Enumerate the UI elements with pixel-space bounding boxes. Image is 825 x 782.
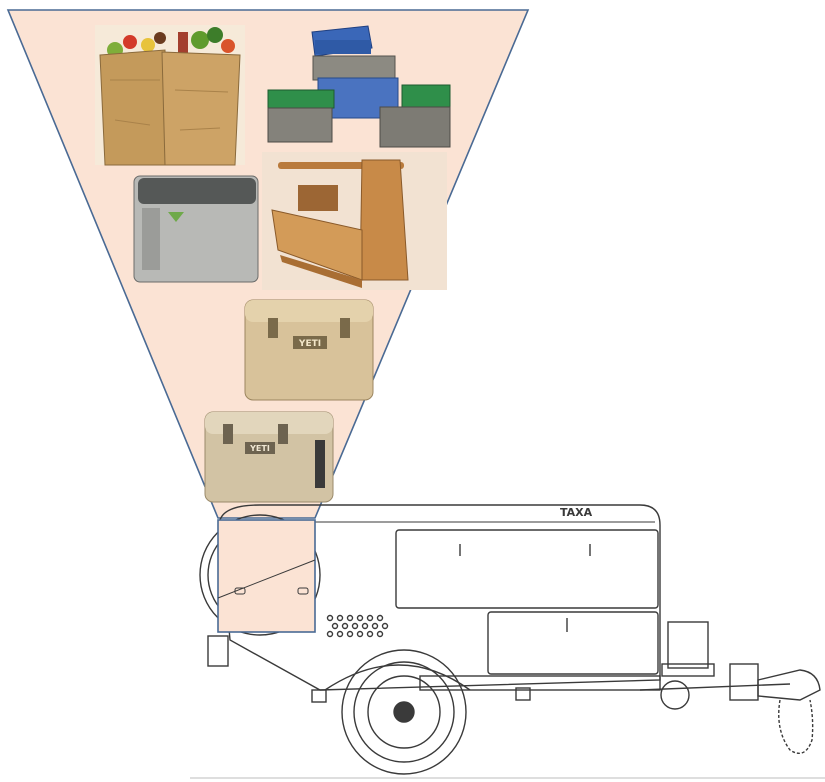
fridge-cooler-icon <box>133 175 259 283</box>
trailer-wheel-icon <box>341 649 467 775</box>
camper-trailer-drawing: TAXA <box>190 504 825 779</box>
storage-crates-icon <box>267 25 451 148</box>
storage-compartment <box>217 519 316 633</box>
wooden-toolbox-icon <box>262 152 447 290</box>
yeti-cooler-icon: YETI <box>244 299 374 401</box>
spare-tire-icon <box>199 514 321 636</box>
grocery-bags-icon <box>95 25 245 166</box>
yeti-logo: YETI <box>249 444 270 453</box>
yeti-cooler-icon: YETI <box>204 411 334 503</box>
taxa-logo: TAXA <box>560 506 593 519</box>
yeti-logo: YETI <box>298 339 321 349</box>
